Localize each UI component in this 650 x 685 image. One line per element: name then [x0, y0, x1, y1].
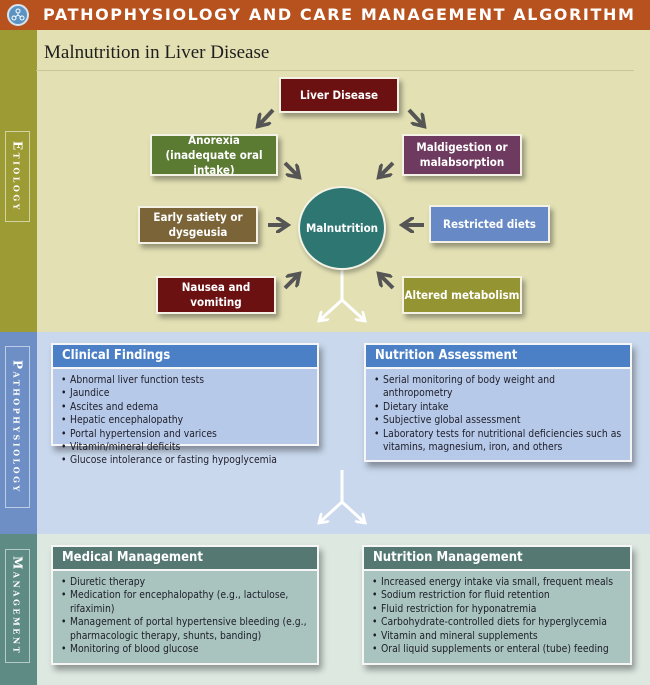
card-title: Medical Management: [53, 547, 317, 571]
pathophysiology-label: Pathophysiology: [5, 346, 30, 508]
list-item: Oral liquid supplements or enteral (tube…: [372, 643, 626, 657]
card-list: Serial monitoring of body weight and ant…: [366, 369, 630, 454]
list-item: Increased energy intake via small, frequ…: [372, 576, 626, 590]
etiology-label: Etiology: [5, 131, 30, 222]
list-item: Dietary intake: [374, 401, 626, 415]
network-nodes-icon: [7, 4, 29, 26]
list-item: Management of portal hypertensive bleedi…: [61, 616, 313, 643]
node-anorexia: Anorexia (inadequate oral intake): [150, 133, 278, 177]
list-item: Sodium restriction for fluid retention: [372, 589, 626, 603]
node-altered-metabolism: Altered metabolism: [402, 276, 522, 314]
arrow-anorexia-to-malnutrition: [283, 161, 298, 176]
list-item: Subjective global assessment: [374, 414, 626, 428]
card-list: Increased energy intake via small, frequ…: [364, 571, 630, 657]
list-item: Vitamin and mineral supplements: [372, 630, 626, 644]
list-item: Portal hypertension and varices: [61, 428, 313, 442]
etiology-sidebar: [0, 30, 37, 332]
management-label: Management: [5, 549, 30, 663]
list-item: Hepatic encephalopathy: [61, 414, 313, 428]
list-item: Medication for encephalopathy (e.g., lac…: [61, 589, 313, 616]
list-item: Carbohydrate-controlled diets for hyperg…: [372, 616, 626, 630]
pathophysiology-sidebar: [0, 332, 37, 534]
node-restricted-diets: Restricted diets: [429, 205, 550, 243]
list-item: Ascites and edema: [61, 401, 313, 415]
node-liver-disease: Liver Disease: [279, 77, 399, 113]
list-item: Monitoring of blood glucose: [61, 643, 313, 657]
split-arrow-etiology: [320, 270, 364, 320]
subtitle-divider: [36, 70, 634, 71]
list-item: Diuretic therapy: [61, 576, 313, 590]
medical-management-card: Medical Management Diuretic therapyMedic…: [51, 545, 319, 665]
node-nausea: Nausea and vomiting: [156, 276, 276, 314]
management-sidebar: [0, 534, 37, 685]
node-early-satiety: Early satiety or dysgeusia: [138, 206, 258, 244]
nutrition-assessment-card: Nutrition Assessment Serial monitoring o…: [364, 343, 632, 462]
arrow-altered-to-malnutrition: [380, 275, 395, 290]
arrow-nausea-to-malnutrition: [283, 275, 298, 290]
clinical-findings-card: Clinical Findings Abnormal liver functio…: [51, 343, 319, 468]
diagram-subtitle: Malnutrition in Liver Disease: [44, 42, 270, 63]
nutrition-management-card: Nutrition Management Increased energy in…: [362, 545, 632, 665]
card-list: Abnormal liver function testsJaundiceAsc…: [53, 369, 317, 468]
list-item: Fluid restriction for hyponatremia: [372, 603, 626, 617]
header-bar: PATHOPHYSIOLOGY AND CARE MANAGEMENT ALGO…: [0, 0, 650, 30]
node-maldigestion: Maldigestion or malabsorption: [402, 134, 522, 176]
list-item: Laboratory tests for nutritional deficie…: [374, 428, 626, 455]
page-title: PATHOPHYSIOLOGY AND CARE MANAGEMENT ALGO…: [43, 5, 636, 24]
list-item: Vitamin/mineral deficits: [61, 441, 313, 455]
split-arrow-pathophysiology: [320, 470, 364, 522]
list-item: Jaundice: [61, 387, 313, 401]
node-malnutrition: Malnutrition: [298, 186, 386, 270]
arrow-liver-to-maldigestion: [407, 108, 423, 125]
list-item: Serial monitoring of body weight and ant…: [374, 374, 626, 401]
arrow-liver-to-anorexia: [259, 108, 275, 125]
card-title: Nutrition Assessment: [366, 345, 630, 369]
card-title: Clinical Findings: [53, 345, 317, 369]
list-item: Glucose intolerance or fasting hypoglyce…: [61, 454, 313, 468]
card-title: Nutrition Management: [364, 547, 630, 571]
arrow-maldigestion-to-malnutrition: [380, 161, 395, 176]
card-list: Diuretic therapyMedication for encephalo…: [53, 571, 317, 657]
list-item: Abnormal liver function tests: [61, 374, 313, 388]
